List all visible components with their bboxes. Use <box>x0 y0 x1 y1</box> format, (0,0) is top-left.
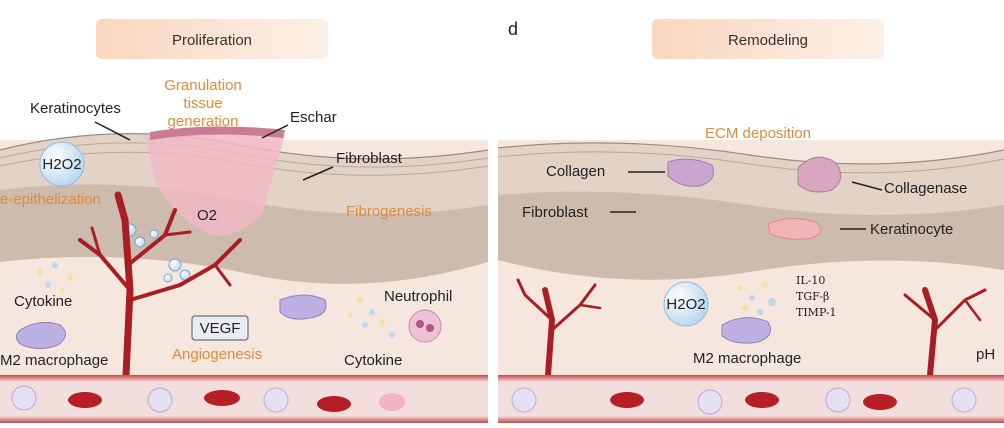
cytokine-right-label: Cytokine <box>344 352 402 369</box>
fibroblast-label: Fibroblast <box>336 150 403 167</box>
fibrogenesis-label: Fibrogenesis <box>346 203 432 220</box>
cytokine-dots-left <box>37 262 73 293</box>
o2-label: O2 <box>197 207 217 224</box>
granulation-label-1: Granulation <box>164 77 242 94</box>
granulation-label-2: tissue <box>183 95 222 112</box>
keratinocytes-label: Keratinocytes <box>30 100 121 117</box>
vessel-tree-left <box>78 191 242 379</box>
m2-macrophage-left <box>16 321 66 349</box>
right-dermis <box>498 191 1004 280</box>
macrophage-cell-mid <box>279 294 327 320</box>
proliferation-title-box <box>96 19 328 59</box>
proliferation-title: Proliferation <box>172 32 252 49</box>
panel-letter-d: d <box>508 19 518 39</box>
collagen-label: Collagen <box>546 163 605 180</box>
h2o2-right-label: H2O2 <box>666 296 705 313</box>
granulation-label-3: generation <box>168 113 239 130</box>
vessel-tree-right-2 <box>903 287 987 378</box>
il10-label: IL-10 <box>796 274 825 287</box>
right-panel: d Remodeling ECM deposition Collagen Col… <box>497 19 1004 423</box>
vegf-label: VEGF <box>200 320 241 337</box>
fibroblast-right-label: Fibroblast <box>522 204 589 221</box>
vegf-box <box>191 315 249 341</box>
rbc-right <box>511 387 977 415</box>
neutrophil-label: Neutrophil <box>384 288 452 305</box>
left-panel: Proliferation Granulation tissue generat… <box>0 19 489 423</box>
remodeling-title: Remodeling <box>728 32 808 49</box>
m2-macrophage-right-label: M2 macrophage <box>693 350 801 367</box>
h2o2-left-label: H2O2 <box>42 156 81 173</box>
angiogenesis-label: Angiogenesis <box>172 346 262 363</box>
collagenase-cell <box>797 156 842 193</box>
tgfb-label: TGF-β <box>796 290 829 303</box>
cytokine-left-label: Cytokine <box>14 293 72 310</box>
eschar-label: Eschar <box>290 109 337 126</box>
timp1-label: TIMP-1 <box>796 306 836 319</box>
h2o2-bubble-right <box>663 281 709 327</box>
granulation-tissue <box>145 130 285 236</box>
cytokine-dots-remodel <box>737 282 776 315</box>
eschar <box>150 126 285 140</box>
keratinocyte-label: Keratinocyte <box>870 221 953 238</box>
keratinocyte-cell <box>767 218 822 240</box>
neutrophil-cell <box>408 309 442 343</box>
collagen-cell <box>667 158 714 187</box>
rbc-left <box>11 385 405 413</box>
epithelization-label: e-epithelization <box>0 191 101 208</box>
m2-macrophage-right <box>721 317 771 344</box>
cytokine-dots-right <box>347 297 395 338</box>
collagenase-label: Collagenase <box>884 180 967 197</box>
vessel-tree-right-1 <box>516 278 602 378</box>
h2o2-bubble-left <box>39 141 85 187</box>
remodeling-title-box <box>652 19 884 59</box>
m2-macrophage-left-label: M2 macrophage <box>0 352 108 369</box>
ecm-label: ECM deposition <box>705 125 811 142</box>
ph-label: pH <box>976 346 995 363</box>
